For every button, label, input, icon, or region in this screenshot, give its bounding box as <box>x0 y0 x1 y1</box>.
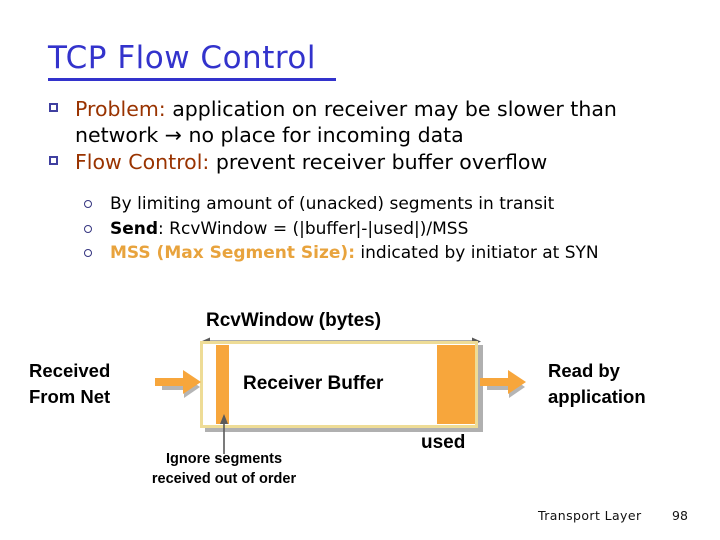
bullet-lead-flow-control: Flow Control: <box>75 150 210 174</box>
read-by-application-label: Read by application <box>548 358 646 410</box>
circle-bullet-icon <box>84 224 92 233</box>
ignore-segments-pointer-icon <box>220 414 228 454</box>
circle-bullet-icon <box>84 200 92 208</box>
sub-bullet-text-send: : RcvWindow = (|buffer|-|used|)/MSS <box>158 218 469 239</box>
footer-label: Transport Layer <box>538 508 642 523</box>
footer-page-number: 98 <box>672 508 688 523</box>
outbound-flow-arrow-icon <box>480 370 526 398</box>
bullet-text-problem: application on receiver may be slower th… <box>75 97 617 147</box>
received-from-net-line1: Received <box>29 360 111 381</box>
bullet-item-flow-control: Flow Control: prevent receiver buffer ov… <box>44 149 694 175</box>
used-label: used <box>421 432 466 453</box>
sub-bullet-text-limiting: By limiting amount of (unacked) segments… <box>110 194 555 214</box>
bullet-list: Problem: application on receiver may be … <box>44 96 694 176</box>
ignore-segments-line1: Ignore segments <box>165 451 283 467</box>
sub-bullet-text-mss: indicated by initiator at SYN <box>355 243 599 263</box>
out-of-order-segment-bar <box>216 345 229 424</box>
receiver-buffer-box <box>200 341 478 428</box>
sub-bullet-lead-mss: MSS (Max Segment Size): <box>110 243 355 263</box>
title-underline <box>48 78 336 81</box>
read-by-application-line1: Read by <box>548 360 620 381</box>
used-buffer-bar <box>437 345 475 424</box>
received-from-net-line2: From Net <box>29 386 111 407</box>
read-by-application-line2: application <box>548 386 646 407</box>
page-title: TCP Flow Control <box>48 40 316 76</box>
ignore-segments-label: Ignore segments received out of order <box>129 449 319 489</box>
inbound-flow-arrow-icon <box>155 370 201 398</box>
bullet-text-flow-control: prevent receiver buffer overflow <box>209 150 548 174</box>
bullet-lead-problem: Problem: <box>75 97 166 121</box>
bullet-item-problem: Problem: application on receiver may be … <box>44 96 694 148</box>
sub-bullet-item-send: Send: RcvWindow = (|buffer|-|used|)/MSS <box>82 217 682 242</box>
square-bullet-icon <box>49 156 58 165</box>
sub-bullet-list: By limiting amount of (unacked) segments… <box>82 192 682 266</box>
ignore-segments-line2: received out of order <box>151 471 297 487</box>
rcvwindow-label: RcvWindow (bytes) <box>206 310 382 331</box>
received-from-net-label: Received From Net <box>29 358 110 410</box>
circle-bullet-icon <box>84 249 92 257</box>
receiver-buffer-label: Receiver Buffer <box>243 373 384 394</box>
square-bullet-icon <box>49 103 58 112</box>
sub-bullet-item-mss: MSS (Max Segment Size): indicated by ini… <box>82 241 682 266</box>
sub-bullet-lead-send: Send <box>110 218 159 239</box>
sub-bullet-item-limiting: By limiting amount of (unacked) segments… <box>82 192 682 217</box>
